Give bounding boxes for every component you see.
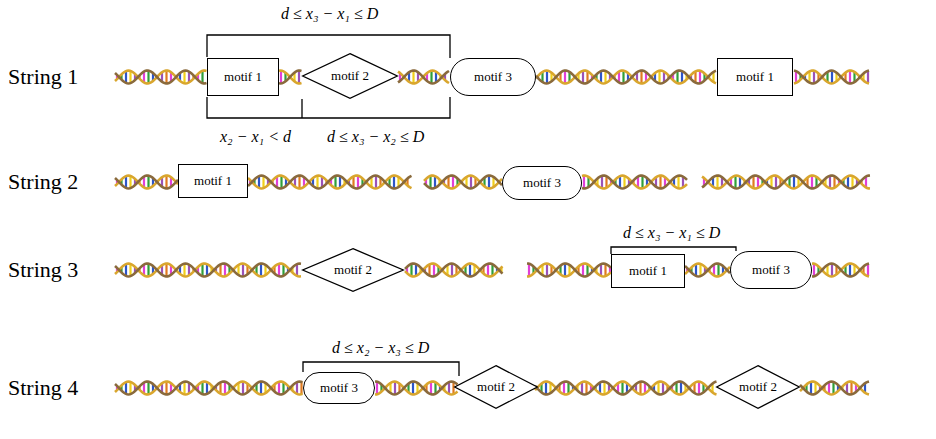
dna-helix (115, 264, 301, 277)
motif-label: motif 2 (334, 262, 372, 278)
string-name: String 2 (8, 169, 78, 194)
dna-helix (405, 264, 503, 277)
dna-helix (424, 176, 502, 189)
motif-box: motif 1 (611, 254, 685, 288)
dna-helix (535, 382, 717, 395)
dna-helix (115, 176, 178, 189)
motif-label: motif 3 (474, 69, 512, 85)
dna-helix (248, 176, 412, 189)
motif-label: motif 2 (477, 379, 515, 395)
motif-diamond: motif 2 (716, 365, 800, 409)
motif-box: motif 1 (178, 164, 248, 198)
dna-helix (115, 71, 207, 84)
distance-constraint: d ≤ x₃ − x₁ ≤ D (623, 224, 720, 242)
motif-label: motif 1 (629, 263, 667, 279)
motif-label: motif 1 (194, 173, 232, 189)
span-bracket (207, 35, 450, 58)
dna-helix (115, 382, 303, 395)
span-bracket (611, 247, 736, 254)
motif-diamond: motif 2 (302, 248, 404, 292)
motif-label: motif 2 (739, 379, 777, 395)
dna-helix (527, 264, 611, 277)
dna-helix (800, 382, 869, 395)
dna-helix (279, 71, 302, 84)
motif-label: motif 3 (320, 380, 358, 396)
dna-helix (582, 176, 687, 189)
distance-constraint: x₂ − x₁ < d (220, 128, 291, 146)
span-tick (301, 99, 302, 118)
distance-constraint: d ≤ x₃ − x₂ ≤ D (327, 128, 424, 146)
string-name: String 4 (8, 375, 78, 400)
distance-constraint: d ≤ x₂ − x₃ ≤ D (332, 339, 429, 357)
string-name: String 1 (8, 64, 78, 89)
dna-helix (685, 264, 730, 277)
dna-helix (812, 264, 869, 277)
motif-label: motif 2 (331, 68, 369, 84)
motif-diamond: motif 2 (302, 53, 398, 99)
motif-label: motif 3 (523, 175, 561, 191)
motif-capsule: motif 3 (502, 166, 582, 200)
dna-helix (794, 71, 869, 84)
dna-helix (536, 71, 716, 84)
dna-helix (702, 176, 870, 189)
motif-diamond: motif 2 (454, 365, 538, 409)
motif-label: motif 3 (752, 262, 790, 278)
motif-capsule: motif 3 (730, 251, 812, 289)
motif-box: motif 1 (717, 58, 793, 96)
motif-capsule: motif 3 (303, 372, 375, 404)
motif-box: motif 1 (207, 58, 279, 96)
string-name: String 3 (8, 257, 78, 282)
motif-label: motif 1 (224, 69, 262, 85)
dna-helix (375, 382, 458, 395)
dna-helix (398, 71, 449, 84)
span-bracket (207, 97, 450, 118)
motif-label: motif 1 (736, 69, 774, 85)
motif-capsule: motif 3 (450, 58, 536, 96)
distance-constraint: d ≤ x₃ − x₁ ≤ D (281, 5, 378, 23)
